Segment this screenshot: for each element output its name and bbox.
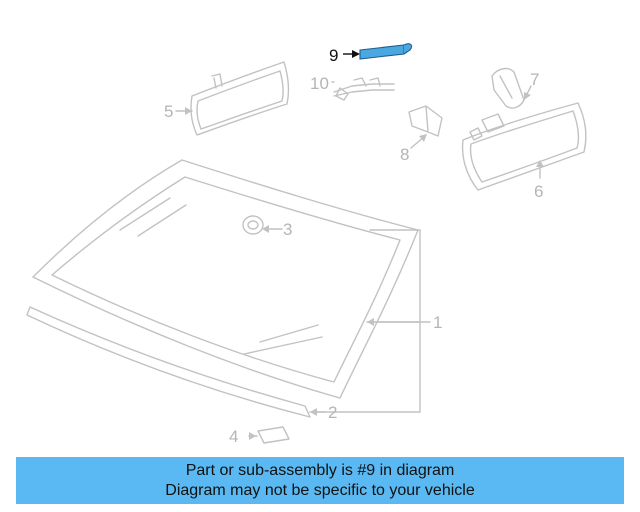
mirror-button[interactable] [242, 215, 264, 235]
callout-3: 3 [283, 220, 292, 239]
callout-1: 1 [433, 313, 442, 332]
wiring-harness[interactable] [333, 77, 395, 101]
info-banner: Part or sub-assembly is #9 in diagram Di… [16, 457, 624, 504]
rear-view-mirror[interactable] [461, 102, 587, 191]
mirror-cover[interactable] [491, 67, 525, 109]
interior-mirror[interactable] [190, 61, 290, 136]
highlighted-part-9[interactable] [343, 43, 413, 60]
callout-7: 7 [530, 70, 539, 89]
spacer-pad[interactable] [257, 426, 290, 444]
callout-8: 8 [400, 145, 409, 164]
callout-5: 5 [164, 102, 173, 121]
banner-line-part: Part or sub-assembly is #9 in diagram [185, 461, 455, 479]
banner-line-disclaimer: Diagram may not be specific to your vehi… [165, 481, 475, 499]
windshield-moulding[interactable] [26, 306, 311, 418]
callout-10: 10 [310, 74, 329, 93]
callout-2: 2 [328, 403, 337, 422]
callout-9: 9 [329, 46, 338, 65]
windshield-glass[interactable] [32, 159, 419, 399]
mirror-bracket[interactable] [408, 105, 443, 137]
callout-4: 4 [229, 427, 238, 446]
callout-6: 6 [534, 182, 543, 201]
